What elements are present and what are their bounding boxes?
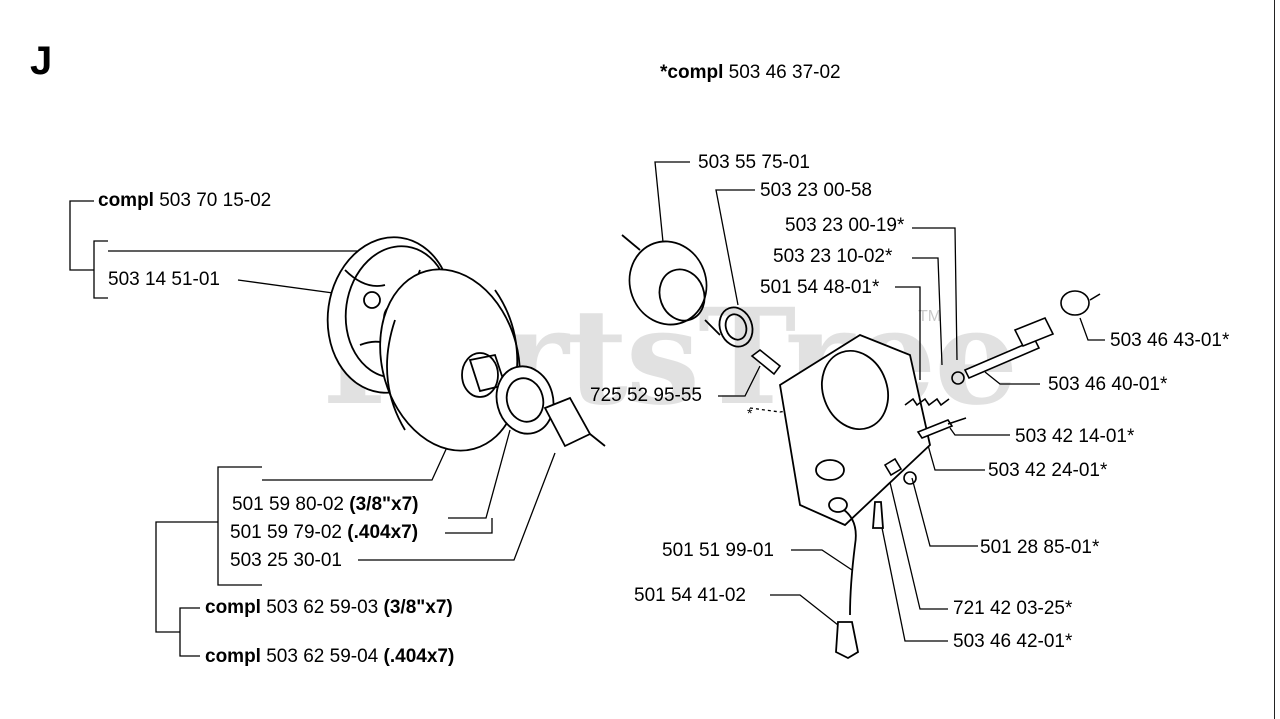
- washer-ring: [718, 306, 754, 348]
- label-number: 501 59 80-02: [232, 494, 344, 515]
- oil-pump-housing: [779, 333, 931, 527]
- label-prefix: compl: [205, 597, 261, 618]
- label-suffix: (3/8"x7): [383, 597, 453, 618]
- clutch-drum: [379, 268, 521, 452]
- label-suffix: (.404x7): [383, 646, 455, 667]
- label-pin-14[interactable]: 503 42 14-01*: [1015, 426, 1135, 447]
- pump-pins: [883, 417, 967, 485]
- label-number: 501 59 79-02: [230, 522, 342, 543]
- label-number: 503 70 15-02: [159, 190, 272, 211]
- label-drum-404[interactable]: 501 59 79-02 (.404x7): [230, 522, 418, 544]
- page-edge-scrollbar[interactable]: [1274, 0, 1280, 719]
- pump-spring: [904, 371, 965, 407]
- right-leader-lines: [654, 161, 1105, 642]
- section-letter: J: [30, 39, 53, 83]
- watermark-trademark: TM: [918, 308, 942, 325]
- needle-bearing: [543, 396, 606, 448]
- label-drum-compl-404[interactable]: compl 503 62 59-04 (.404x7): [205, 646, 454, 668]
- label-washer[interactable]: 503 23 00-58: [760, 180, 872, 201]
- label-screw[interactable]: 725 52 95-55: [590, 385, 702, 406]
- label-suffix: (3/8"x7): [349, 494, 419, 515]
- assembly-note-number: 503 46 37-02: [728, 62, 841, 83]
- label-spring[interactable]: 501 54 48-01*: [760, 277, 880, 298]
- label-drum-compl-38[interactable]: compl 503 62 59-03 (3/8"x7): [205, 597, 453, 619]
- label-part-10[interactable]: 503 23 10-02*: [773, 246, 893, 267]
- pump-shaft: [963, 316, 1055, 380]
- screw: [750, 348, 782, 376]
- shaft-bushing: [1060, 290, 1101, 316]
- label-nut[interactable]: 501 28 85-01*: [980, 537, 1100, 558]
- label-drum-38[interactable]: 501 59 80-02 (3/8"x7): [232, 494, 419, 516]
- assembly-note-prefix: *compl: [660, 62, 724, 83]
- label-number: 503 62 59-04: [266, 646, 379, 667]
- label-hose[interactable]: 501 51 99-01: [662, 540, 774, 561]
- label-filter[interactable]: 501 54 41-02: [634, 585, 746, 606]
- label-clutch-compl[interactable]: compl 503 70 15-02: [98, 190, 271, 212]
- label-prefix: compl: [205, 646, 261, 667]
- label-suffix: (.404x7): [347, 522, 419, 543]
- label-bushing[interactable]: 503 46 43-01*: [1110, 330, 1230, 351]
- label-number: 503 62 59-03: [266, 597, 379, 618]
- label-worm-gear[interactable]: 503 55 75-01: [698, 152, 810, 173]
- label-needle-bearing[interactable]: 503 25 30-01: [230, 550, 342, 571]
- label-pin-24[interactable]: 503 42 24-01*: [988, 460, 1108, 481]
- label-plug[interactable]: 721 42 03-25*: [953, 598, 1073, 619]
- rim-sprocket: [495, 365, 555, 435]
- label-clutch-spring[interactable]: 503 14 51-01: [108, 269, 220, 290]
- assembly-note: *compl 503 46 37-02: [660, 62, 841, 84]
- label-part-19[interactable]: 503 23 00-19*: [785, 215, 905, 236]
- label-prefix: compl: [98, 190, 154, 211]
- label-shaft[interactable]: 503 46 40-01*: [1048, 374, 1168, 395]
- oil-filter: [835, 621, 860, 660]
- label-star-marker: *: [747, 405, 753, 421]
- label-nipple[interactable]: 503 46 42-01*: [953, 631, 1073, 652]
- drum-leader-lines: [155, 429, 556, 657]
- oil-hose: [828, 497, 884, 616]
- worm-gear: [621, 234, 721, 336]
